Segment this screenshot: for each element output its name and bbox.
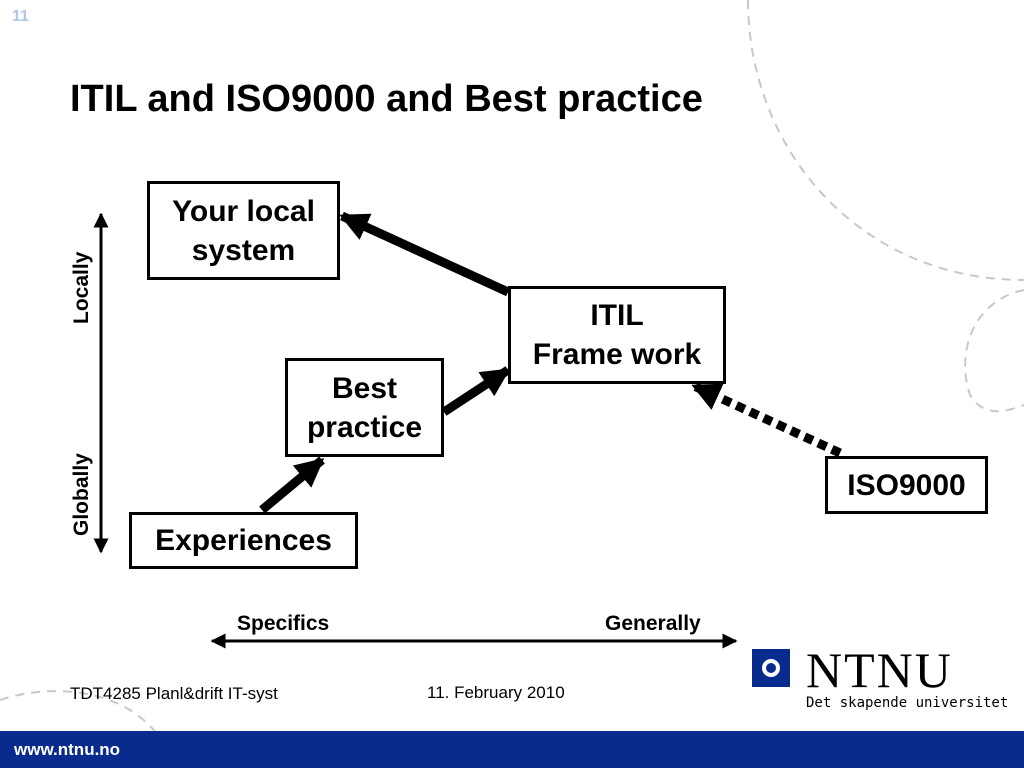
local-system-line-1: Your local <box>172 194 315 228</box>
ntnu-logo-mark-icon <box>752 649 790 687</box>
footer-url-link[interactable]: www.ntnu.no <box>14 740 121 759</box>
itil-line-2: Frame work <box>532 338 702 371</box>
itil-box: ITIL Frame work <box>508 286 726 384</box>
slide-title: ITIL and ISO9000 and Best practice <box>70 78 703 120</box>
local-system-box: Your local system <box>147 181 340 280</box>
axis-label-specifics: Specifics <box>237 612 330 635</box>
axis-label-globally: Globally <box>70 453 93 536</box>
best-practice-line-2: practice <box>306 410 423 444</box>
itil-line-1: ITIL <box>590 299 644 332</box>
ntnu-logo: NTNU Det skapende universitet <box>752 642 1008 717</box>
axis-label-generally: Generally <box>605 612 701 635</box>
footer-bar: www.ntnu.no <box>0 731 1024 768</box>
footer-date: 11. February 2010 <box>427 683 565 702</box>
iso9000-label: ISO9000 <box>847 468 966 502</box>
footer-course: TDT4285 Planl&drift IT-syst <box>70 684 278 703</box>
experiences-box: Experiences <box>129 512 358 569</box>
arrow-experiences-to-best-practice <box>259 456 325 514</box>
experiences-label: Experiences <box>155 524 332 557</box>
slide-number: 11 <box>12 8 29 25</box>
logo-name: NTNU <box>806 642 953 698</box>
arrow-itil-to-local-system <box>339 211 510 297</box>
logo-tagline: Det skapende universitet <box>806 695 1009 711</box>
best-practice-box: Best practice <box>285 358 444 457</box>
best-practice-line-1: Best <box>331 371 397 405</box>
arrow-iso9000-to-itil <box>691 381 842 458</box>
arrow-best-practice-to-itil <box>441 366 511 416</box>
axis-label-locally: Locally <box>70 251 93 324</box>
iso9000-box: ISO9000 <box>825 456 988 514</box>
local-system-line-2: system <box>191 233 296 267</box>
